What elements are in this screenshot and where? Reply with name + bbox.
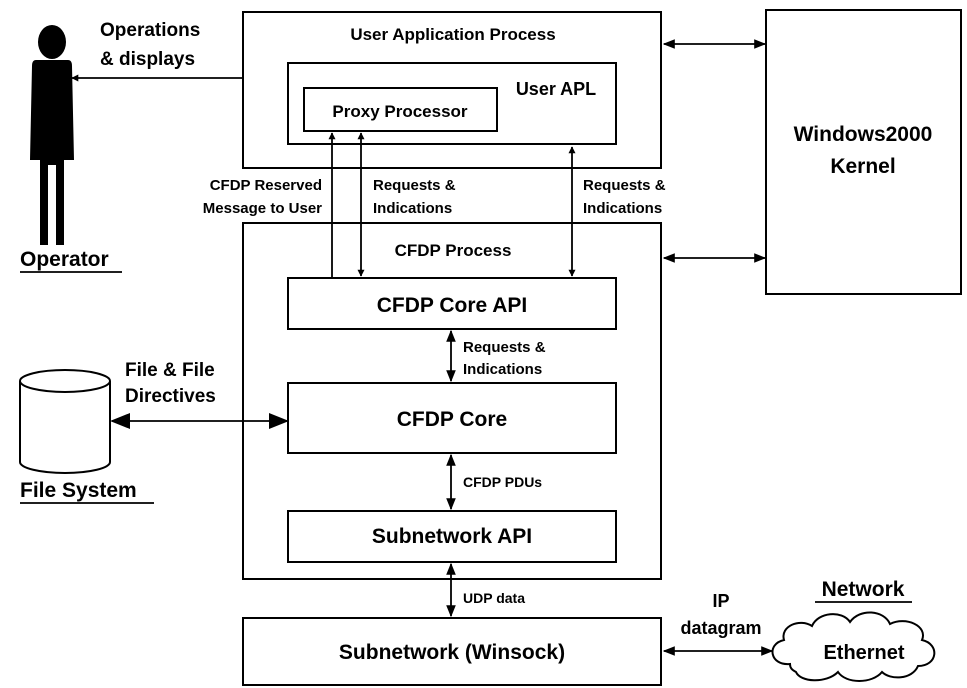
ethernet-label: Ethernet — [823, 642, 904, 664]
requests-indications-2-line2: Indications — [583, 200, 662, 217]
file-directives-line1: File & File — [125, 360, 215, 381]
subnetwork-api-box — [287, 510, 617, 563]
operator-label: Operator — [20, 248, 109, 271]
proxy-processor-label: Proxy Processor — [332, 102, 468, 121]
user-application-process-title: User Application Process — [350, 25, 555, 44]
requests-indications-1-line1: Requests & — [373, 177, 456, 194]
file-system-icon — [19, 369, 111, 474]
operator-icon — [30, 25, 74, 245]
ip-datagram-line2: datagram — [680, 618, 761, 638]
requests-indications-3-line1: Requests & — [463, 339, 546, 356]
network-label: Network — [822, 578, 905, 601]
windows-kernel-box — [765, 9, 962, 295]
requests-indications-1-line2: Indications — [373, 200, 452, 217]
requests-indications-3-line2: Indications — [463, 361, 542, 378]
cfdp-pdus-label: CFDP PDUs — [463, 474, 542, 490]
udp-data-label: UDP data — [463, 590, 525, 606]
subnetwork-winsock-label: Subnetwork (Winsock) — [339, 641, 565, 664]
file-directives-line2: Directives — [125, 386, 216, 407]
operations-label-line1: Operations — [100, 20, 200, 41]
cfdp-process-title: CFDP Process — [395, 241, 512, 260]
subnetwork-winsock-box — [242, 617, 662, 686]
cfdp-core-api-label: CFDP Core API — [377, 294, 528, 317]
operations-label-line2: & displays — [100, 49, 195, 70]
ethernet-cloud-icon — [771, 611, 936, 682]
cfdp-reserved-line1: CFDP Reserved — [210, 177, 322, 194]
proxy-processor-box — [303, 87, 498, 132]
cfdp-core-label: CFDP Core — [397, 408, 507, 431]
kernel-label-line1: Windows2000 — [794, 123, 933, 146]
kernel-label-line2: Kernel — [830, 155, 895, 178]
cfdp-reserved-line2: Message to User — [203, 200, 322, 217]
file-system-label: File System — [20, 479, 137, 502]
requests-indications-2-line1: Requests & — [583, 177, 666, 194]
ip-datagram-line1: IP — [712, 591, 729, 611]
subnetwork-api-label: Subnetwork API — [372, 525, 532, 548]
user-apl-label: User APL — [516, 79, 596, 99]
cfdp-core-api-box — [287, 277, 617, 330]
